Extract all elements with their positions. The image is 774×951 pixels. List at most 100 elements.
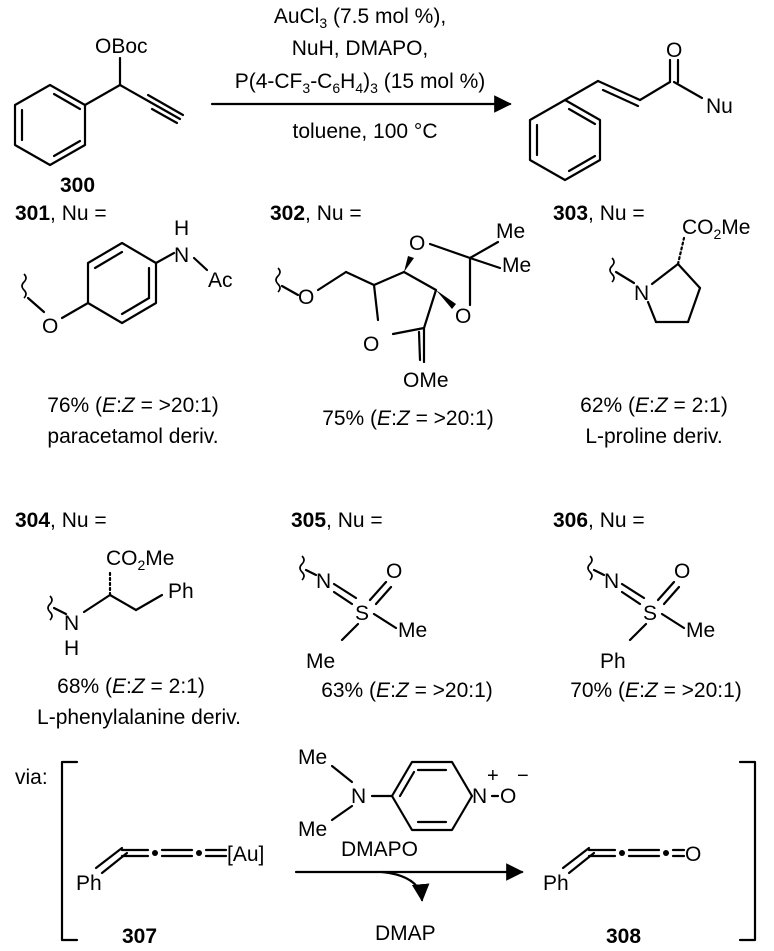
ring-oxygen-label: O (363, 333, 379, 356)
nitrogen-label: N (351, 785, 366, 808)
yield-306: 70% (E:Z = >20:1) (570, 679, 742, 702)
ketene-dot (619, 850, 625, 856)
yield-302: 75% (E:Z = >20:1) (322, 407, 494, 430)
wavy-bond (47, 595, 53, 621)
compound-header-306: 306, Nu = (553, 509, 645, 532)
compound-number-302: 302 (270, 202, 305, 225)
nitrogen-label: N (634, 282, 649, 305)
minus-charge: − (517, 765, 529, 787)
dmapo-label: DMAPO (341, 838, 418, 861)
product-cinnamoyl: O Nu (528, 39, 733, 182)
hash-bond (676, 236, 686, 266)
benzene-ring (13, 83, 87, 167)
nitrogen-label: N (174, 244, 189, 267)
allene-dot (152, 850, 158, 856)
nitrogen-label: N (316, 570, 331, 593)
dmapo-reagent: Me N Me N + O − DMAPO (298, 746, 529, 861)
methyl-label: Me (298, 818, 327, 841)
pyridine-ring (390, 760, 474, 832)
compound-number-303: 303 (553, 202, 588, 225)
yield-305: 63% (E:Z = >20:1) (321, 679, 493, 702)
oxygen-label: O (409, 232, 425, 255)
phenyl-label: Ph (76, 872, 102, 895)
nu-equals-label: , Nu = (326, 509, 383, 532)
condition-line-1: AuCl3 (7.5 mol %), (274, 5, 446, 31)
oxygen-label: O (42, 315, 58, 338)
note-303: L-proline deriv. (585, 425, 722, 448)
nu-equals-label: , Nu = (305, 202, 362, 225)
condition-line-2: NuH, DMAPO, (292, 37, 429, 60)
nu-label: Nu (706, 95, 733, 118)
reaction-conditions: AuCl3 (7.5 mol %), NuH, DMAPO, P(4-CF3-C… (210, 5, 512, 143)
wedge-bond (436, 290, 456, 309)
methyl-label: Me (306, 650, 335, 673)
product-302: 302, Nu = O O O Me Me O OMe 75% (E:Z = >… (270, 202, 531, 430)
benzene-ring (86, 241, 158, 325)
yield-304: 68% (E:Z = 2:1) (57, 675, 205, 698)
compound-number-308: 308 (606, 925, 641, 948)
ketene-dot (663, 850, 669, 856)
wavy-bond (299, 555, 305, 581)
oxygen-label: O (298, 286, 314, 309)
gold-label: [Au] (227, 843, 264, 866)
sulfur-label: S (643, 602, 657, 625)
hydrogen-label: H (64, 637, 79, 660)
compound-number-305: 305 (291, 509, 326, 532)
nu-equals-label: , Nu = (50, 202, 107, 225)
product-301: 301, Nu = O N H Ac 76% (E:Z = >20:1) par… (15, 202, 233, 448)
ester-label: CO2Me (682, 216, 750, 242)
left-bracket (60, 760, 79, 942)
compound-header-301: 301, Nu = (15, 202, 107, 225)
methyl-label: Me (398, 619, 427, 642)
condition-line-3: P(4-CF3-C6H4)3 (15 mol %) (235, 70, 486, 96)
dmap-label: DMAP (375, 922, 436, 945)
nitrogen-label: N (64, 612, 79, 635)
phenyl-label: Ph (168, 580, 194, 603)
via-label: via: (15, 766, 48, 789)
compound-header-303: 303, Nu = (553, 202, 645, 225)
oxygen-label: O (455, 305, 471, 328)
wedge-bond (404, 256, 414, 272)
hydrogen-label: H (174, 217, 189, 240)
condition-line-4: toluene, 100 °C (292, 120, 437, 143)
obоc-label: OBoc (95, 35, 148, 58)
wavy-bond (609, 257, 615, 283)
nu-equals-label: , Nu = (50, 509, 107, 532)
curved-arrow (380, 870, 430, 902)
acetyl-label: Ac (208, 269, 233, 292)
mechanism: via: Ph [Au] 307 Me N Me (15, 746, 757, 948)
compound-header-304: 304, Nu = (15, 509, 107, 532)
product-306: 306, Nu = N S O Me Ph 70% (E:Z = >20:1) (553, 509, 742, 702)
compound-number-300: 300 (60, 174, 95, 197)
allene-dot (196, 850, 202, 856)
note-304: L-phenylalanine deriv. (37, 706, 241, 729)
plus-charge: + (487, 765, 499, 787)
yield-303: 62% (E:Z = 2:1) (580, 394, 728, 417)
compound-number-306: 306 (553, 509, 588, 532)
phenyl-label: Ph (600, 650, 626, 673)
intermediate-308: Ph O 308 (543, 843, 701, 948)
oxygen-label: O (386, 560, 402, 583)
product-304: 304, Nu = N H CO2Me Ph 68% (E:Z = 2:1) L… (15, 509, 241, 729)
benzene-ring (528, 98, 602, 182)
compound-number-307: 307 (122, 925, 157, 948)
substrate-300: OBoc 300 (13, 35, 185, 197)
note-301: paracetamol deriv. (47, 425, 218, 448)
compound-header-302: 302, Nu = (270, 202, 362, 225)
nu-equals-label: , Nu = (588, 202, 645, 225)
wavy-bond (587, 555, 593, 581)
methyl-label: Me (496, 220, 525, 243)
methyl-label: Me (502, 254, 531, 277)
oxygen-label: O (685, 843, 701, 866)
phenyl-label: Ph (543, 872, 569, 895)
oxide-label: O (500, 785, 516, 808)
compound-number-301: 301 (15, 202, 50, 225)
yield-301: 76% (E:Z = >20:1) (47, 394, 219, 417)
compound-number-304: 304 (15, 509, 50, 532)
compound-header-305: 305, Nu = (291, 509, 383, 532)
nu-equals-label: , Nu = (588, 509, 645, 532)
wavy-bond (275, 267, 281, 293)
intermediate-307: Ph [Au] 307 (76, 843, 264, 948)
nitrogen-label: N (604, 570, 619, 593)
